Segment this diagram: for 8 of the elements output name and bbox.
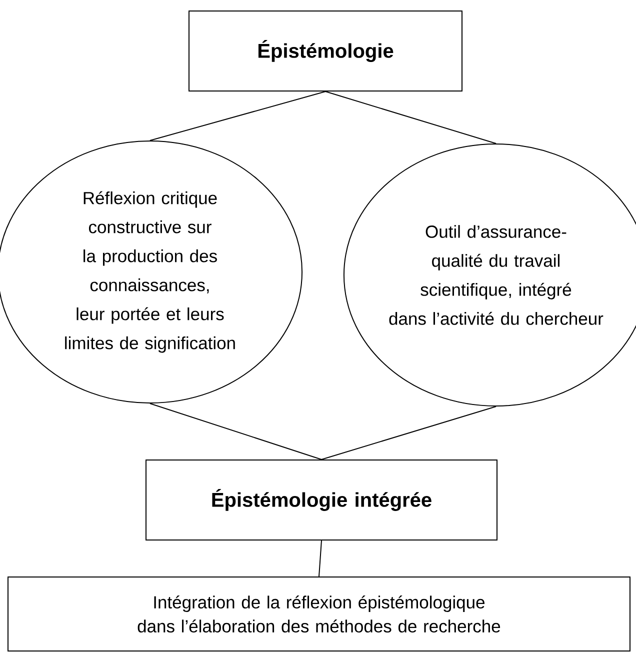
concept-box: Épistémologie <box>188 10 462 92</box>
connector-line <box>318 540 322 577</box>
concept-box: Intégration de la réflexion épistémologique dans l’élaboration des méthodes de recherche <box>8 576 630 652</box>
connector-line <box>321 406 496 460</box>
concept-box: Épistémologie intégrée <box>146 460 498 540</box>
connector-line <box>150 403 322 460</box>
connector-line <box>150 91 326 141</box>
connector-line <box>325 91 496 144</box>
